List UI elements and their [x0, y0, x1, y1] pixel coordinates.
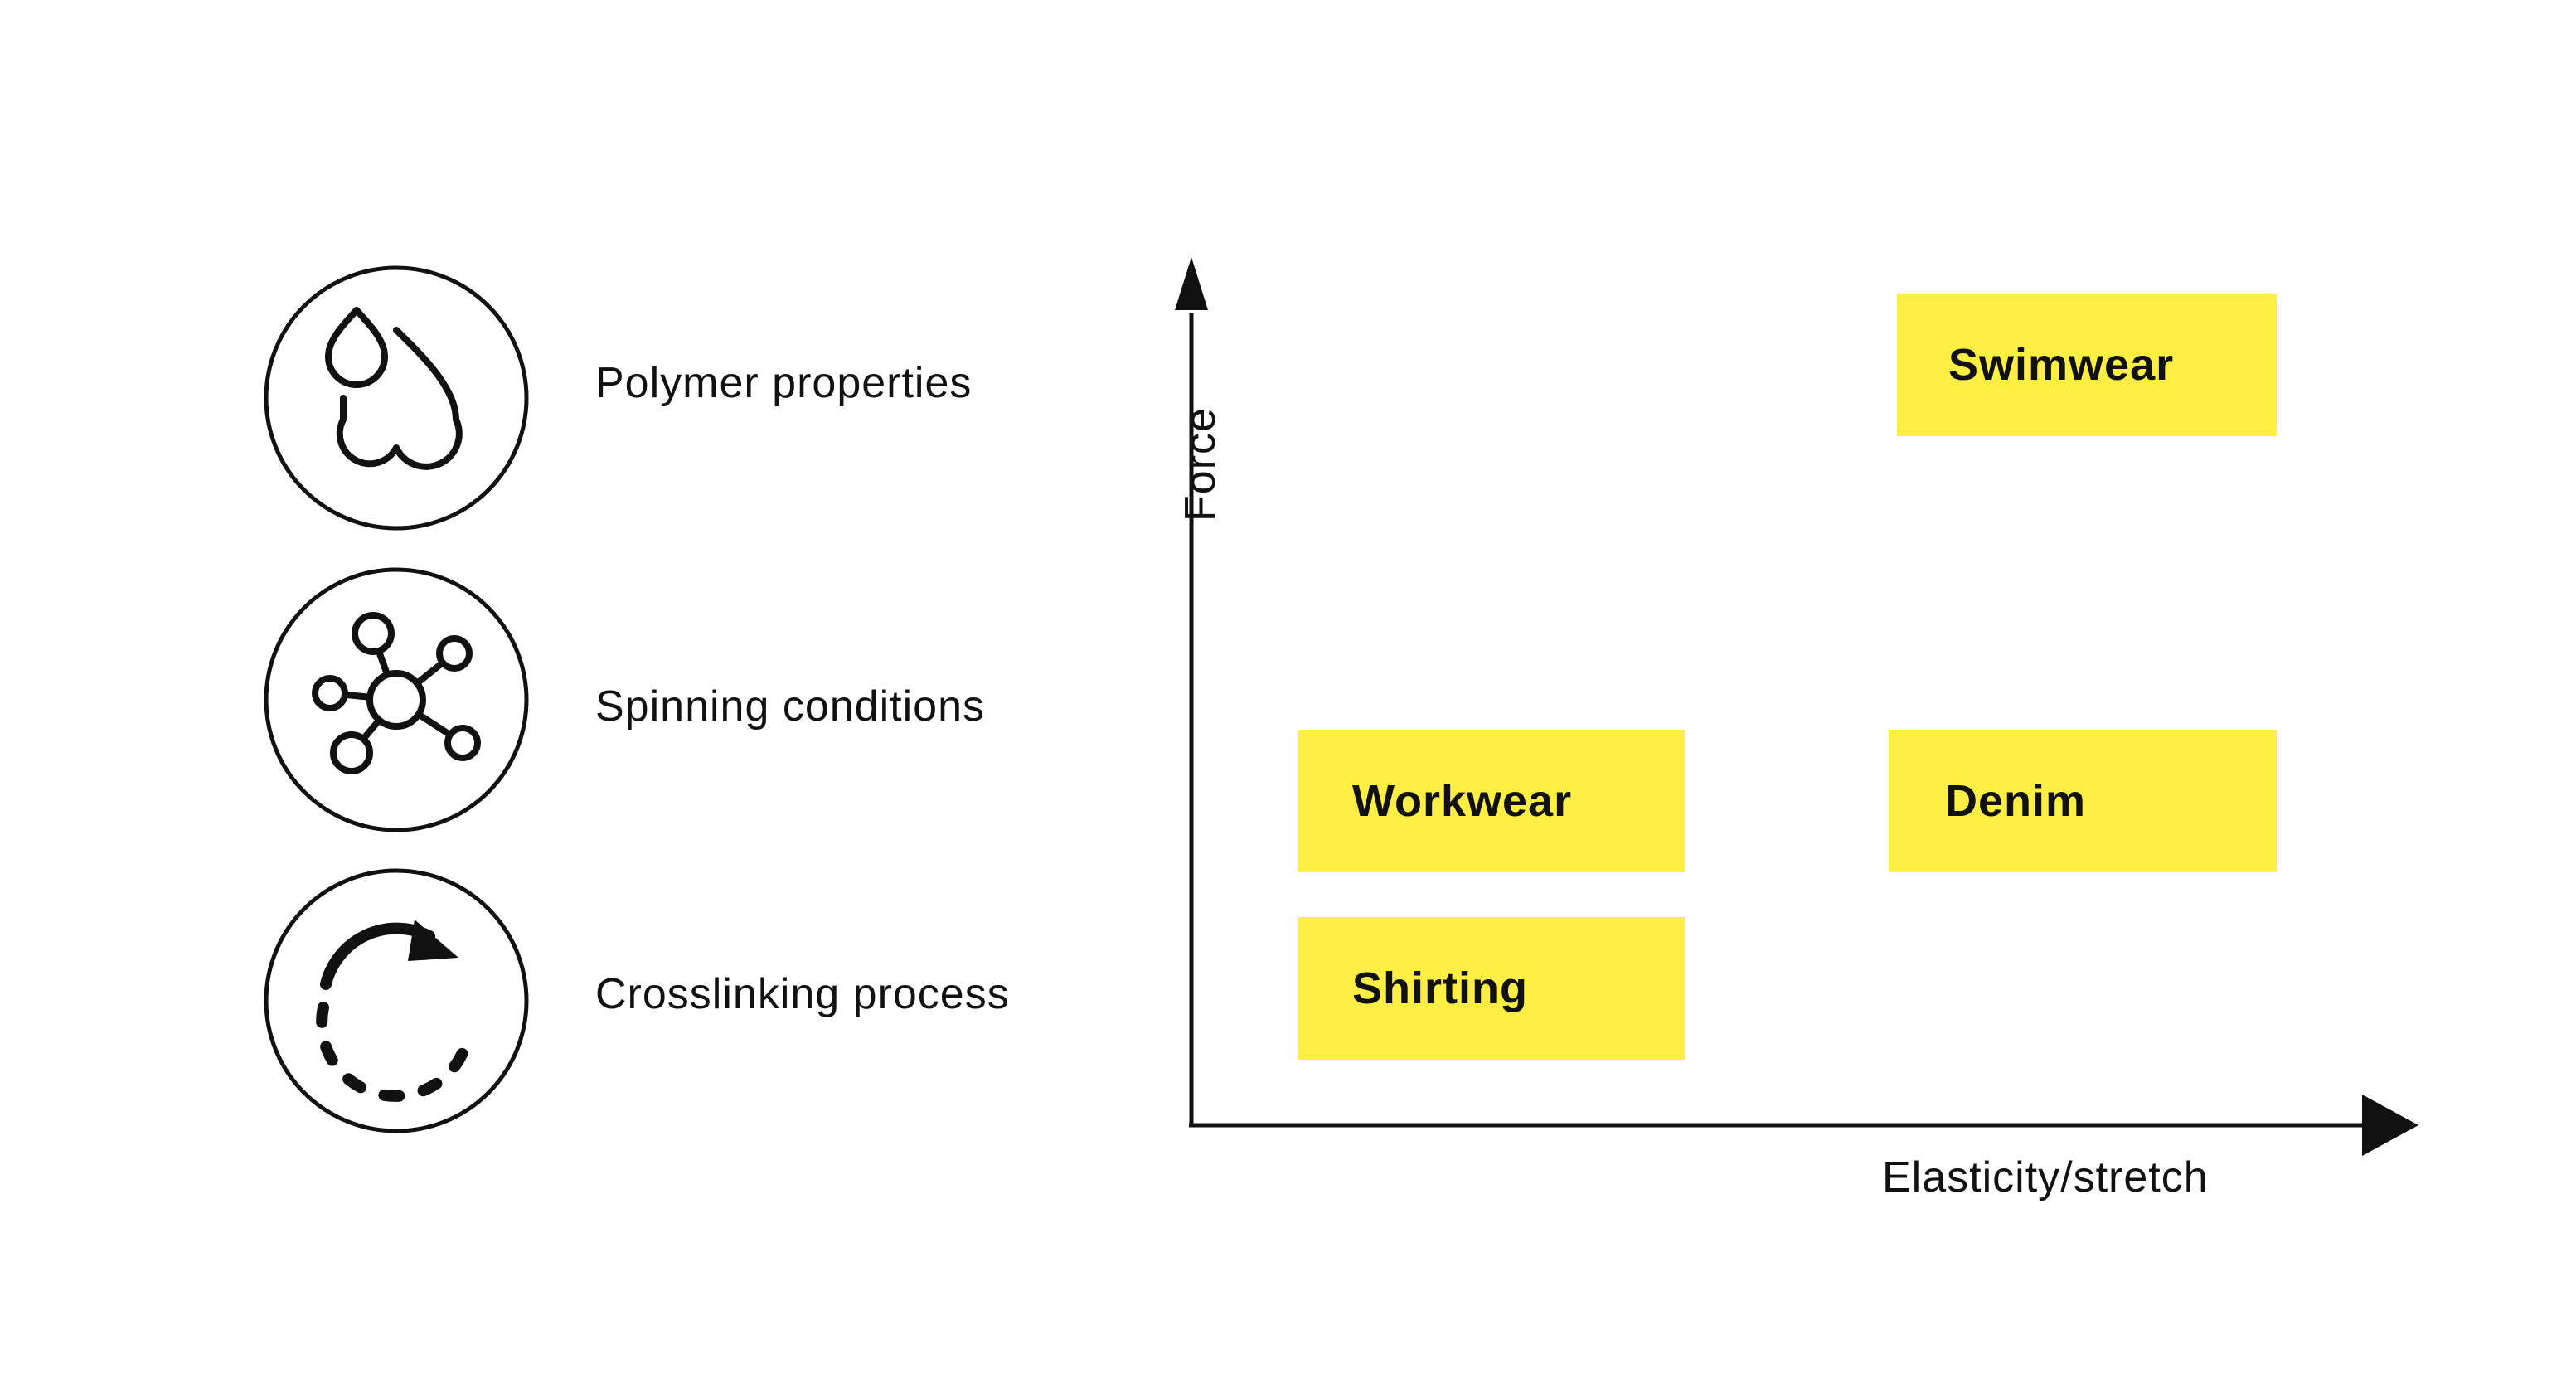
cycle-arrow-icon [264, 868, 529, 1133]
factor-label: Polymer properties [595, 359, 973, 407]
force-elasticity-chart: Force Elasticity/stretch Swimwear Workwe… [1078, 240, 2446, 1235]
droplets-icon [264, 265, 529, 531]
category-label: Shirting [1352, 964, 1528, 1013]
category-label: Workwear [1352, 776, 1573, 826]
category-box-swimwear: Swimwear [1897, 294, 2277, 436]
category-box-workwear: Workwear [1298, 730, 1685, 872]
x-axis-arrowhead [2362, 1095, 2418, 1156]
category-box-denim: Denim [1889, 730, 2277, 872]
x-axis-label: Elasticity/stretch [1882, 1153, 2209, 1201]
factor-label: Crosslinking process [595, 970, 1010, 1018]
category-label: Swimwear [1948, 340, 2175, 390]
factor-crosslinking-process: Crosslinking process [264, 868, 1176, 1133]
category-label: Denim [1945, 776, 2087, 826]
chart-axes [1175, 257, 2418, 1156]
category-box-shirting: Shirting [1298, 917, 1685, 1060]
factor-label: Spinning conditions [595, 682, 985, 731]
factor-spinning-conditions: Spinning conditions [264, 567, 1176, 832]
molecule-icon [264, 567, 529, 832]
y-axis-label: Force [1176, 407, 1225, 522]
factor-polymer-properties: Polymer properties [264, 265, 1176, 531]
y-axis-arrowhead [1175, 257, 1208, 310]
